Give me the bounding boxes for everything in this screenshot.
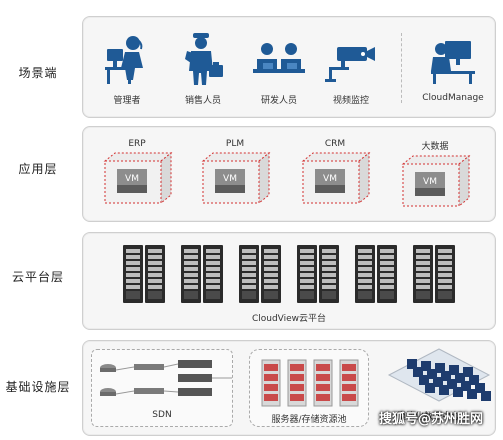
app-0: ERP VM: [97, 139, 177, 211]
server-rack: [297, 245, 317, 303]
vm-cube-icon: VM: [301, 151, 371, 205]
watermark: 搜狐号@苏州胜网: [378, 412, 483, 427]
actor-label: 管理者: [113, 96, 141, 106]
dc-rack: [425, 383, 435, 393]
app-name-label: 大数据: [421, 142, 449, 152]
app-name-label: PLM: [225, 139, 245, 149]
actor-cctv: 视频监控: [319, 33, 383, 106]
tier-label-app: 应用层: [18, 162, 58, 176]
dc-rack: [439, 385, 449, 395]
datacenter-label: 模块化数据中心: [397, 412, 461, 422]
developers-icon: [253, 43, 305, 73]
app-3: 大数据 VM: [395, 139, 475, 214]
actor-label: 研发人员: [260, 96, 297, 106]
actor-sales: 销售人员: [173, 33, 233, 106]
server-rack-row: [123, 245, 455, 303]
dc-rack: [413, 367, 423, 377]
sdn-group: SDN: [91, 349, 233, 427]
vm-label: VM: [323, 174, 337, 184]
modular-datacenter-icon: [387, 348, 491, 402]
dc-rack: [419, 375, 429, 385]
cloudview-label: CloudView云平台: [251, 314, 327, 324]
server-rack: [145, 245, 165, 303]
storage-unit: [313, 359, 333, 407]
actor-label: 销售人员: [184, 96, 221, 106]
server-rack: [377, 245, 397, 303]
tier-label-infra: 基础设施层: [5, 380, 71, 394]
dc-rack: [455, 373, 465, 383]
cloud-tier-box: CloudView云平台: [82, 232, 496, 330]
sdn-network-icon: [100, 360, 232, 396]
dc-rack: [463, 367, 473, 377]
dc-rack: [427, 369, 437, 379]
app-2: CRM VM: [295, 139, 375, 211]
server-rack: [355, 245, 375, 303]
dc-rack: [475, 383, 485, 393]
dc-rack: [469, 375, 479, 385]
vm-label: VM: [125, 174, 139, 184]
storage-servers-icon: [261, 359, 359, 407]
app-name-label: CRM: [324, 139, 346, 149]
server-rack: [181, 245, 201, 303]
dc-rack: [481, 391, 491, 401]
actor-cloudmanage: CloudManage: [415, 33, 491, 103]
scene-tier-box: 管理者 销售人员: [82, 16, 496, 118]
tier-label-scene: 场景端: [18, 66, 58, 80]
scene-divider: [401, 33, 402, 103]
storage-label: 服务器/存储资源池: [271, 415, 347, 425]
vm-cube-icon: VM: [401, 154, 471, 208]
storage-pool-group: 服务器/存储资源池: [249, 349, 369, 427]
manager-desk-icon: [105, 36, 143, 84]
actor-label: 视频监控: [332, 96, 369, 106]
vm-cube-icon: VM: [103, 151, 173, 205]
app-1: PLM VM: [195, 139, 275, 211]
actor-manager: 管理者: [97, 33, 157, 106]
server-rack: [203, 245, 223, 303]
dc-rack: [467, 389, 477, 399]
dc-rack: [453, 387, 463, 397]
dc-rack: [449, 365, 459, 375]
storage-unit: [261, 359, 281, 407]
dc-rack: [407, 359, 417, 369]
server-rack: [435, 245, 455, 303]
salesperson-icon: [185, 33, 223, 85]
server-rack: [123, 245, 143, 303]
dc-rack: [433, 377, 443, 387]
vm-label: VM: [423, 177, 437, 187]
app-tier-box: ERP VM PLM VM CRM VM 大数据 VM: [82, 126, 496, 222]
server-rack: [413, 245, 433, 303]
dc-rack: [461, 381, 471, 391]
dc-rack: [441, 371, 451, 381]
actor-developers: 研发人员: [247, 33, 311, 106]
storage-unit: [287, 359, 307, 407]
actor-label: CloudManage: [422, 93, 484, 103]
storage-unit: [339, 359, 359, 407]
infra-tier-box: SDN 服务器/存储资源池 模块化数据中心 搜狐号@苏州胜网: [82, 340, 496, 436]
server-rack: [261, 245, 281, 303]
cctv-camera-icon: [325, 47, 375, 82]
datacenter-group: 模块化数据中心: [385, 345, 491, 429]
admin-desk-icon: [431, 41, 475, 84]
tier-label-cloud: 云平台层: [11, 270, 64, 284]
dc-rack: [421, 361, 431, 371]
server-rack: [239, 245, 259, 303]
dc-rack: [447, 379, 457, 389]
sdn-label: SDN: [152, 410, 172, 420]
vm-cube-icon: VM: [201, 151, 271, 205]
vm-label: VM: [223, 174, 237, 184]
app-name-label: ERP: [128, 139, 146, 149]
dc-rack: [435, 363, 445, 373]
server-rack: [319, 245, 339, 303]
